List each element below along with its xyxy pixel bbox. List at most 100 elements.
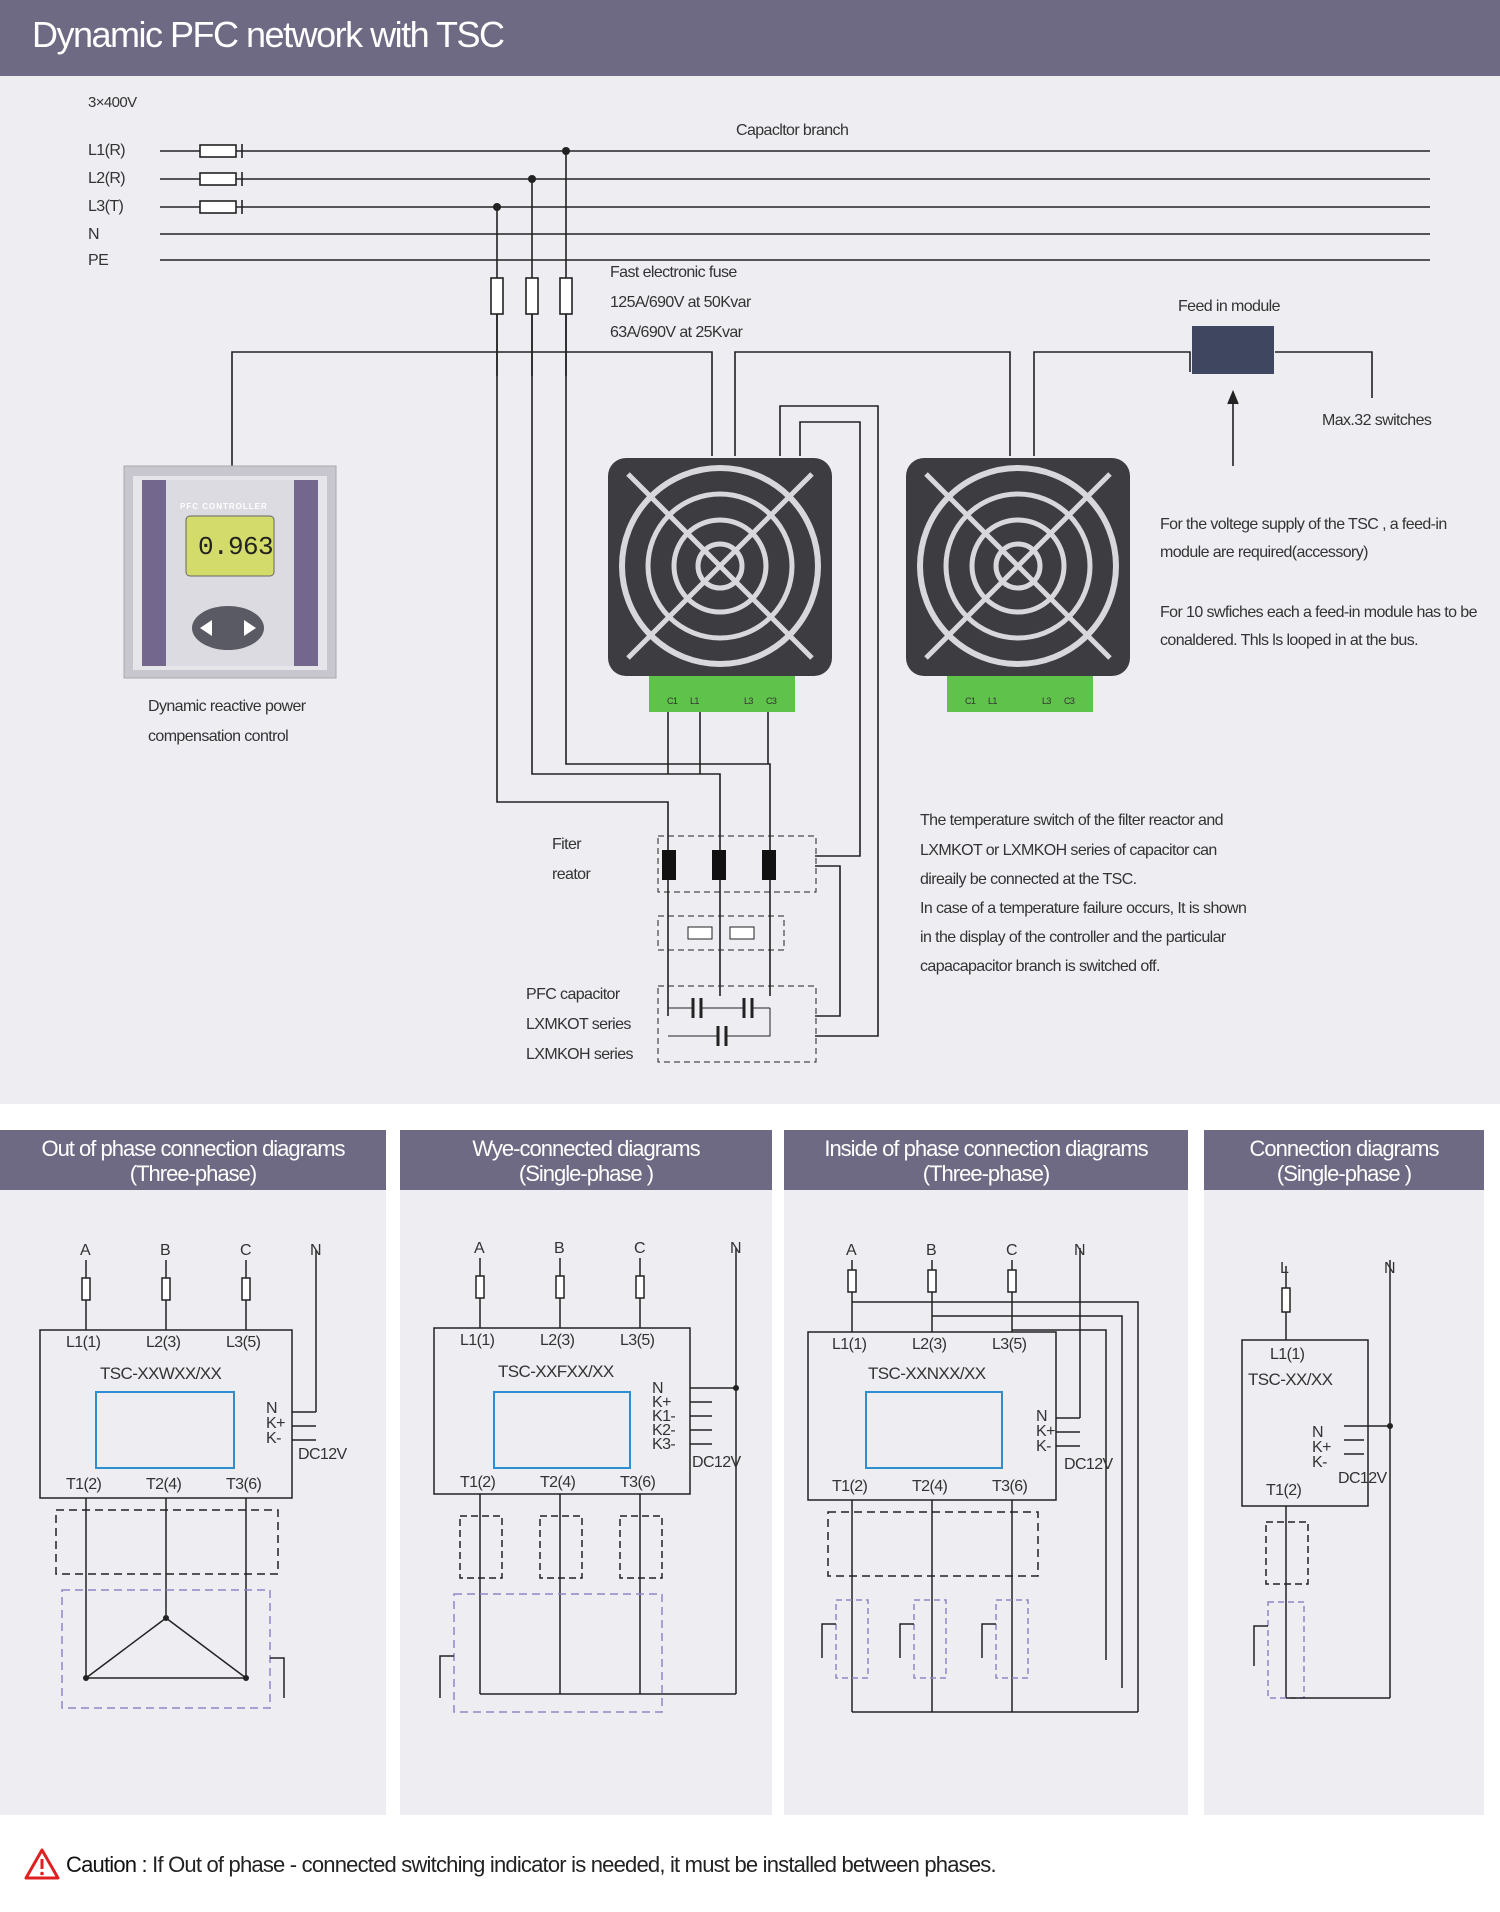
wye-title: Wye-connected diagrams(Single-phase ) [400,1130,772,1190]
phase-a: A [846,1242,857,1259]
ctrl-k-plus: K+ [1312,1439,1331,1456]
input-l2: L2(3) [146,1334,181,1351]
capacitor-label-1: PFC capacitor [526,986,620,1003]
terminal-c3-unit-2: C3 [1064,696,1075,706]
output-t1: T1(2) [66,1476,102,1493]
tsc-unit-2 [906,458,1130,712]
wye-diagram [433,1248,739,1713]
caution-bar: Caution : If Out of phase - connected sw… [24,1846,1484,1886]
wye-panel: Wye-connected diagrams(Single-phase ) A … [400,1130,772,1815]
temp-note-2: LXMKOT or LXMKOH series of capacitor can [920,842,1217,859]
controller-caption-2: compensation control [148,728,289,745]
output-t1: T1(2) [1266,1482,1302,1499]
phase-l: L [1280,1260,1289,1277]
inside-phase-diagram [807,1248,1139,1713]
ctrl-n: N [1036,1408,1048,1425]
ctrl-k-plus: K+ [266,1415,285,1432]
phase-n: N [1384,1260,1396,1277]
input-l1: L1(1) [832,1336,867,1353]
phase-b: B [554,1240,565,1257]
terminal-l3: L3 [744,696,753,706]
input-l1: L1(1) [460,1332,495,1349]
capacitor-label-2: LXMKOT series [526,1016,631,1033]
phase-c: C [240,1242,252,1259]
caution-message: If Out of phase - connected switching in… [152,1852,996,1877]
inside-phase-panel: Inside of phase connection diagrams(Thre… [784,1130,1188,1815]
network-panel: 3×400V L1(R) L2(R) L3(T) N PE Capacltor … [0,76,1500,1104]
caution-label: Caution : [66,1852,148,1877]
pfc-capacitor [657,985,817,1063]
controller-caption-1: Dynamic reactive power [148,698,306,715]
warning-icon [24,1848,60,1880]
feed-module-box [1192,326,1274,374]
out-of-phase-panel: Out of phase connection diagrams(Three-p… [0,1130,386,1815]
ctrl-k-minus: K- [1312,1454,1327,1471]
input-l2: L2(3) [540,1332,575,1349]
voltage-label: 3×400V [88,94,137,111]
terminal-c3: C3 [766,696,777,706]
temp-note-4: In case of a temperature failure occurs,… [920,900,1247,917]
output-t2: T2(4) [540,1474,576,1491]
max-switches-label: Max.32 switches [1322,412,1432,429]
output-t3: T3(6) [992,1478,1028,1495]
caution-text: Caution : If Out of phase - connected sw… [66,1852,997,1878]
capacitor-label-3: LXMKOH series [526,1046,634,1063]
dc-label: DC12V [1064,1456,1113,1473]
ctrl-n: N [266,1400,278,1417]
out-of-phase-title: Out of phase connection diagrams(Three-p… [0,1130,386,1190]
temp-note-3: direaily be connected at the TSC. [920,871,1137,888]
phase-c: C [1006,1242,1018,1259]
supply-note-1: For the voltege supply of the TSC , a fe… [1160,516,1447,533]
feed-module-label: Feed in module [1178,298,1280,315]
phase-c: C [634,1240,646,1257]
controller-title: PFC CONTROLLER [180,502,268,511]
network-diagram [123,144,1430,1063]
output-t3: T3(6) [226,1476,262,1493]
single-phase-panel: Connection diagrams(Single-phase ) L N L… [1204,1130,1484,1815]
model-label: TSC-XXWXX/XX [100,1364,222,1383]
terminal-l3-unit-2: L3 [1042,696,1051,706]
ctrl-n: N [1312,1424,1324,1441]
input-l3: L3(5) [992,1336,1027,1353]
terminal-l1-unit-2: L1 [988,696,997,706]
ctrl-k-minus: K- [1036,1438,1051,1455]
output-t2: T2(4) [912,1478,948,1495]
fuse-label-1: Fast electronic fuse [610,264,737,281]
fuse-label-2: 125A/690V at 50Kvar [610,294,751,311]
terminal-c1: C1 [667,696,678,706]
pfc-controller-device [123,465,337,679]
model-label: TSC-XXFXX/XX [498,1362,614,1381]
phase-n: N [310,1242,322,1259]
line-label-pe: PE [88,252,109,269]
temp-note-6: capacapacitor branch is switched off. [920,958,1160,975]
temp-note-1: The temperature switch of the filter rea… [920,812,1224,829]
ctrl-k-plus: K+ [652,1394,671,1411]
tsc-unit-1 [608,458,832,712]
output-t1: T1(2) [832,1478,868,1495]
output-t1: T1(2) [460,1474,496,1491]
phase-n: N [730,1240,742,1257]
supply-note-2: module are required(accessory) [1160,544,1368,561]
line-label-l2: L2(R) [88,170,126,187]
ten-switch-note-2: conaldered. Thls ls looped in at the bus… [1160,632,1419,649]
dc-label: DC12V [298,1446,347,1463]
filter-label-1: Fiter [552,836,582,853]
title-banner: Dynamic PFC network with TSC [0,0,1500,76]
line-label-l1: L1(R) [88,142,126,159]
ten-switch-note-1: For 10 swfiches each a feed-in module ha… [1160,604,1477,621]
output-t2: T2(4) [146,1476,182,1493]
phase-b: B [160,1242,171,1259]
single-phase-diagram [1241,1260,1393,1699]
ctrl-k-minus: K- [266,1430,281,1447]
phase-a: A [80,1242,91,1259]
phase-b: B [926,1242,937,1259]
single-phase-title: Connection diagrams(Single-phase ) [1204,1130,1484,1190]
fuse-label-3: 63A/690V at 25Kvar [610,324,743,341]
ctrl-k1: K1- [652,1408,676,1425]
line-label-n: N [88,226,100,243]
ctrl-k-plus: K+ [1036,1423,1055,1440]
capacitor-branch-label: Capacltor branch [736,122,849,139]
input-l3: L3(5) [620,1332,655,1349]
dc-label: DC12V [1338,1470,1387,1487]
filter-reactor [657,835,817,951]
